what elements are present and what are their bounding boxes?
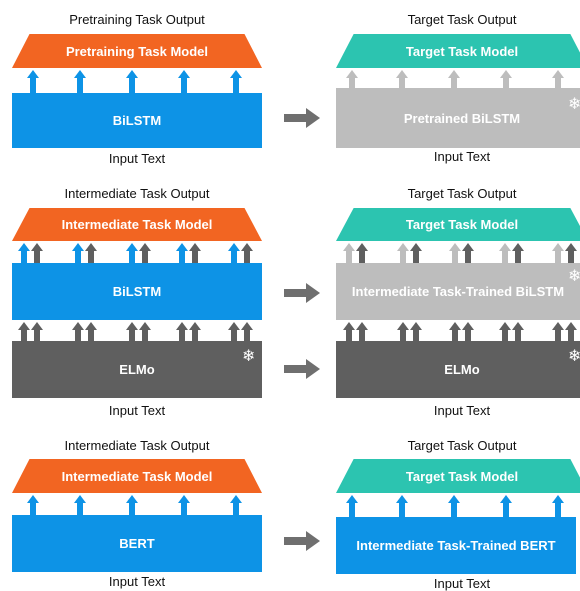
up-arrow-icon [126,322,138,341]
panel3-right-head: Target Task Model [336,459,580,493]
up-arrow-icon [552,322,564,341]
panel2-left-elmo: ELMo [12,341,262,398]
up-arrow-icon [126,70,138,93]
up-arrow-icon [552,243,564,263]
up-arrow-icon [499,322,511,341]
up-arrow-icon [500,70,512,88]
up-arrow-icon [397,243,409,263]
up-arrow-icon [512,322,524,341]
up-arrow-icon [18,322,30,341]
panel1-left-encoder: BiLSTM [12,93,262,148]
right-arrow-icon [284,108,320,128]
panel1-right-head: Target Task Model [336,34,580,68]
up-arrow-icon [448,495,460,517]
right-arrow-icon [284,283,320,303]
up-arrow-icon [356,322,368,341]
up-arrow-icon [410,243,422,263]
up-arrow-icon [139,322,151,341]
panel2-left-bottom-caption: Input Text [108,403,166,418]
up-arrow-icon [31,322,43,341]
up-arrow-icon [139,243,151,263]
panel2-right-top-caption: Target Task Output [407,186,517,201]
up-arrow-icon [85,243,97,263]
up-arrow-icon [230,495,242,515]
up-arrow-icon [176,243,188,263]
up-arrow-icon [74,70,86,93]
up-arrow-icon [72,322,84,341]
up-arrow-icon [189,322,201,341]
up-arrow-icon [230,70,242,93]
up-arrow-icon [343,243,355,263]
up-arrow-icon [228,322,240,341]
snowflake-icon: ❄ [242,346,256,365]
panel2-right-encoder: Intermediate Task-Trained BiLSTM [336,263,580,320]
up-arrow-icon [31,243,43,263]
up-arrow-icon [241,322,253,341]
snowflake-icon: ❄ [568,266,580,285]
up-arrow-icon [552,70,564,88]
panel2-right-bottom-caption: Input Text [433,403,491,418]
right-arrow-icon [284,531,320,551]
panel3-right-bottom-caption: Input Text [433,576,491,591]
panel2-right-elmo: ELMo [336,341,580,398]
panel1-right-top-caption: Target Task Output [407,12,517,27]
up-arrow-icon [176,322,188,341]
panel1-left-top-caption: Pretraining Task Output [69,12,205,27]
snowflake-icon: ❄ [568,94,580,113]
up-arrow-icon [397,322,409,341]
right-arrow-icon [284,359,320,379]
panel1-right-encoder: Pretrained BiLSTM [336,88,580,148]
up-arrow-icon [126,243,138,263]
panel1-right-bottom-caption: Input Text [433,149,491,164]
panel3-right-encoder: Intermediate Task-Trained BERT [336,517,576,574]
up-arrow-icon [449,322,461,341]
up-arrow-icon [356,243,368,263]
panel2-left-encoder: BiLSTM [12,263,262,320]
up-arrow-icon [410,322,422,341]
up-arrow-icon [126,495,138,515]
panel3-left-head: Intermediate Task Model [12,459,262,493]
panel3-left-encoder: BERT [12,515,262,572]
up-arrow-icon [512,243,524,263]
up-arrow-icon [178,495,190,515]
snowflake-icon: ❄ [568,346,580,365]
panel2-left-head: Intermediate Task Model [12,208,262,241]
up-arrow-icon [228,243,240,263]
up-arrow-icon [462,322,474,341]
up-arrow-icon [396,70,408,88]
panel2-left-top-caption: Intermediate Task Output [64,186,210,201]
up-arrow-icon [565,322,577,341]
panel3-right-top-caption: Target Task Output [407,438,517,453]
up-arrow-icon [500,495,512,517]
up-arrow-icon [18,243,30,263]
up-arrow-icon [565,243,577,263]
panel1-left-bottom-caption: Input Text [108,151,166,166]
panel2-right-head: Target Task Model [336,208,580,241]
up-arrow-icon [552,495,564,517]
up-arrow-icon [462,243,474,263]
up-arrow-icon [72,243,84,263]
up-arrow-icon [343,322,355,341]
up-arrow-icon [74,495,86,515]
up-arrow-icon [189,243,201,263]
panel3-left-top-caption: Intermediate Task Output [64,438,210,453]
up-arrow-icon [346,495,358,517]
up-arrow-icon [499,243,511,263]
panel1-left-head: Pretraining Task Model [12,34,262,68]
up-arrow-icon [346,70,358,88]
up-arrow-icon [449,243,461,263]
up-arrow-icon [85,322,97,341]
up-arrow-icon [27,70,39,93]
up-arrow-icon [27,495,39,515]
up-arrow-icon [396,495,408,517]
up-arrow-icon [241,243,253,263]
panel3-left-bottom-caption: Input Text [108,574,166,589]
up-arrow-icon [448,70,460,88]
up-arrow-icon [178,70,190,93]
